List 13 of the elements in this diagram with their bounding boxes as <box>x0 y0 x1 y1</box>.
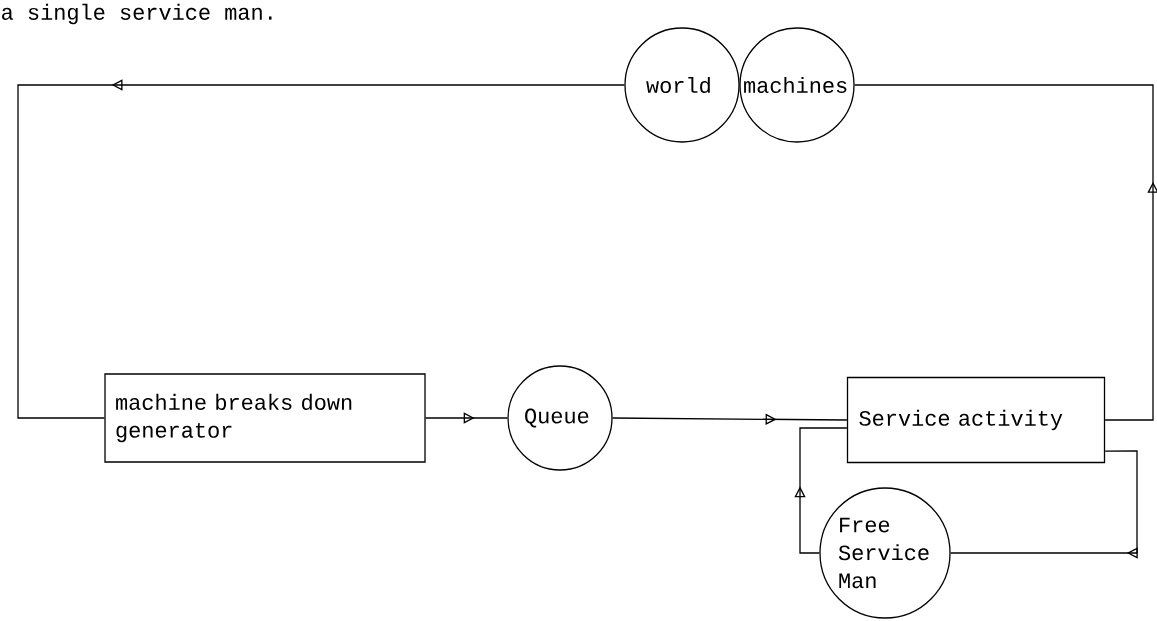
caption-text: a single service man. <box>2 3 272 25</box>
circle-node: Queue <box>507 365 613 471</box>
circle-node: machines <box>739 27 855 143</box>
circle-node: Free Service Man <box>819 487 951 619</box>
process-box: Service activity <box>846 376 1106 464</box>
process-box: machine breaks down generator <box>104 373 426 463</box>
arrow <box>425 412 508 424</box>
arrow <box>854 84 1157 421</box>
arrow <box>17 79 625 419</box>
arrow <box>612 413 848 425</box>
circle-node: world <box>624 27 740 143</box>
arrow <box>794 427 848 554</box>
arrow <box>950 450 1138 559</box>
